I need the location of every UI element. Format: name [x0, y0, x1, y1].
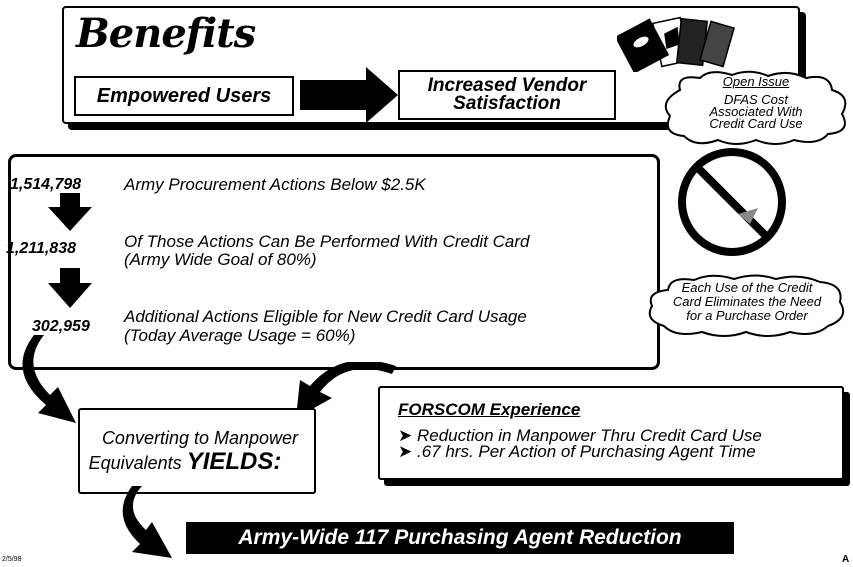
- action-number-2: 1,211,838: [6, 240, 76, 257]
- open-issue-title: Open Issue: [722, 74, 790, 89]
- action-text-2b: (Army Wide Goal of 80%): [124, 250, 317, 269]
- open-issue-line3: Credit Card Use: [709, 116, 803, 131]
- action-text-3b: (Today Average Usage = 60%): [124, 326, 356, 345]
- converting-box: [78, 408, 316, 494]
- action-text-3a: Additional Actions Eligible for New Cred…: [124, 307, 527, 326]
- empowered-users-box: Empowered Users: [74, 76, 294, 116]
- action-number-3: 302,959: [32, 318, 90, 335]
- credit-card-note-cloud-icon: [648, 274, 844, 337]
- credit-card-note-text: Each Use of the Credit Card Eliminates t…: [652, 281, 842, 323]
- note-line3: for a Purchase Order: [686, 308, 808, 323]
- forscom-box: [378, 386, 844, 480]
- open-issue-line1: DFAS Cost: [723, 92, 789, 107]
- curved-arrow-icon: [22, 335, 76, 423]
- forscom-bullet-text-2: .67 hrs. Per Action of Purchasing Agent …: [416, 442, 756, 461]
- footer-date: 2/5/98: [2, 556, 22, 563]
- curved-arrow-icon: [296, 362, 396, 418]
- footer-page-mark: A: [842, 554, 850, 565]
- benefits-title: Benefits: [76, 10, 256, 57]
- forscom-title: FORSCOM Experience: [398, 400, 581, 419]
- open-issue-cloud-icon: [664, 70, 847, 145]
- note-line1: Each Use of the Credit: [681, 280, 813, 295]
- curved-arrow-icon: [122, 486, 172, 558]
- open-issue-text: Open Issue DFAS Cost Associated With Cre…: [670, 74, 842, 131]
- note-line2: Card Eliminates the Need: [672, 294, 822, 309]
- vendor-label-line1: Increased Vendor: [427, 75, 587, 96]
- down-arrow-icon: [48, 268, 92, 308]
- down-arrow-icon: [48, 193, 92, 231]
- prohibited-icon: [678, 148, 786, 256]
- open-issue-line2: Associated With: [709, 104, 803, 119]
- action-number-1: 1,514,798: [10, 176, 82, 193]
- forscom-bullet-text-1: Reduction in Manpower Thru Credit Card U…: [416, 426, 762, 445]
- yields-emphasis: YIELDS:: [186, 448, 282, 475]
- forscom-bullet-2: ➤ .67 hrs. Per Action of Purchasing Agen…: [398, 442, 756, 461]
- credit-cards-icon: [617, 16, 735, 72]
- right-arrow-icon: [300, 67, 398, 123]
- converting-line1: Converting to Manpower: [101, 428, 299, 448]
- result-banner: Army-Wide 117 Purchasing Agent Reduction: [186, 522, 734, 554]
- action-text-2a: Of Those Actions Can Be Performed With C…: [124, 232, 530, 251]
- vendor-label-line2: Satisfaction: [453, 93, 561, 114]
- converting-line2-prefix: Equivalents: [88, 453, 187, 473]
- forscom-bullet-1: ➤ Reduction in Manpower Thru Credit Card…: [398, 426, 762, 445]
- empowered-users-label: Empowered Users: [96, 84, 272, 107]
- forscom-bullets: ➤ Reduction in Manpower Thru Credit Card…: [398, 426, 762, 461]
- converting-text: Converting to Manpower Equivalents YIELD…: [89, 426, 310, 475]
- actions-panel: [8, 154, 660, 370]
- result-banner-text: Army-Wide 117 Purchasing Agent Reduction: [238, 526, 682, 549]
- vendor-satisfaction-box: Increased Vendor Satisfaction: [398, 70, 616, 120]
- action-text-1: Army Procurement Actions Below $2.5K: [124, 175, 426, 194]
- converting-line2: Equivalents YIELDS:: [60, 450, 310, 475]
